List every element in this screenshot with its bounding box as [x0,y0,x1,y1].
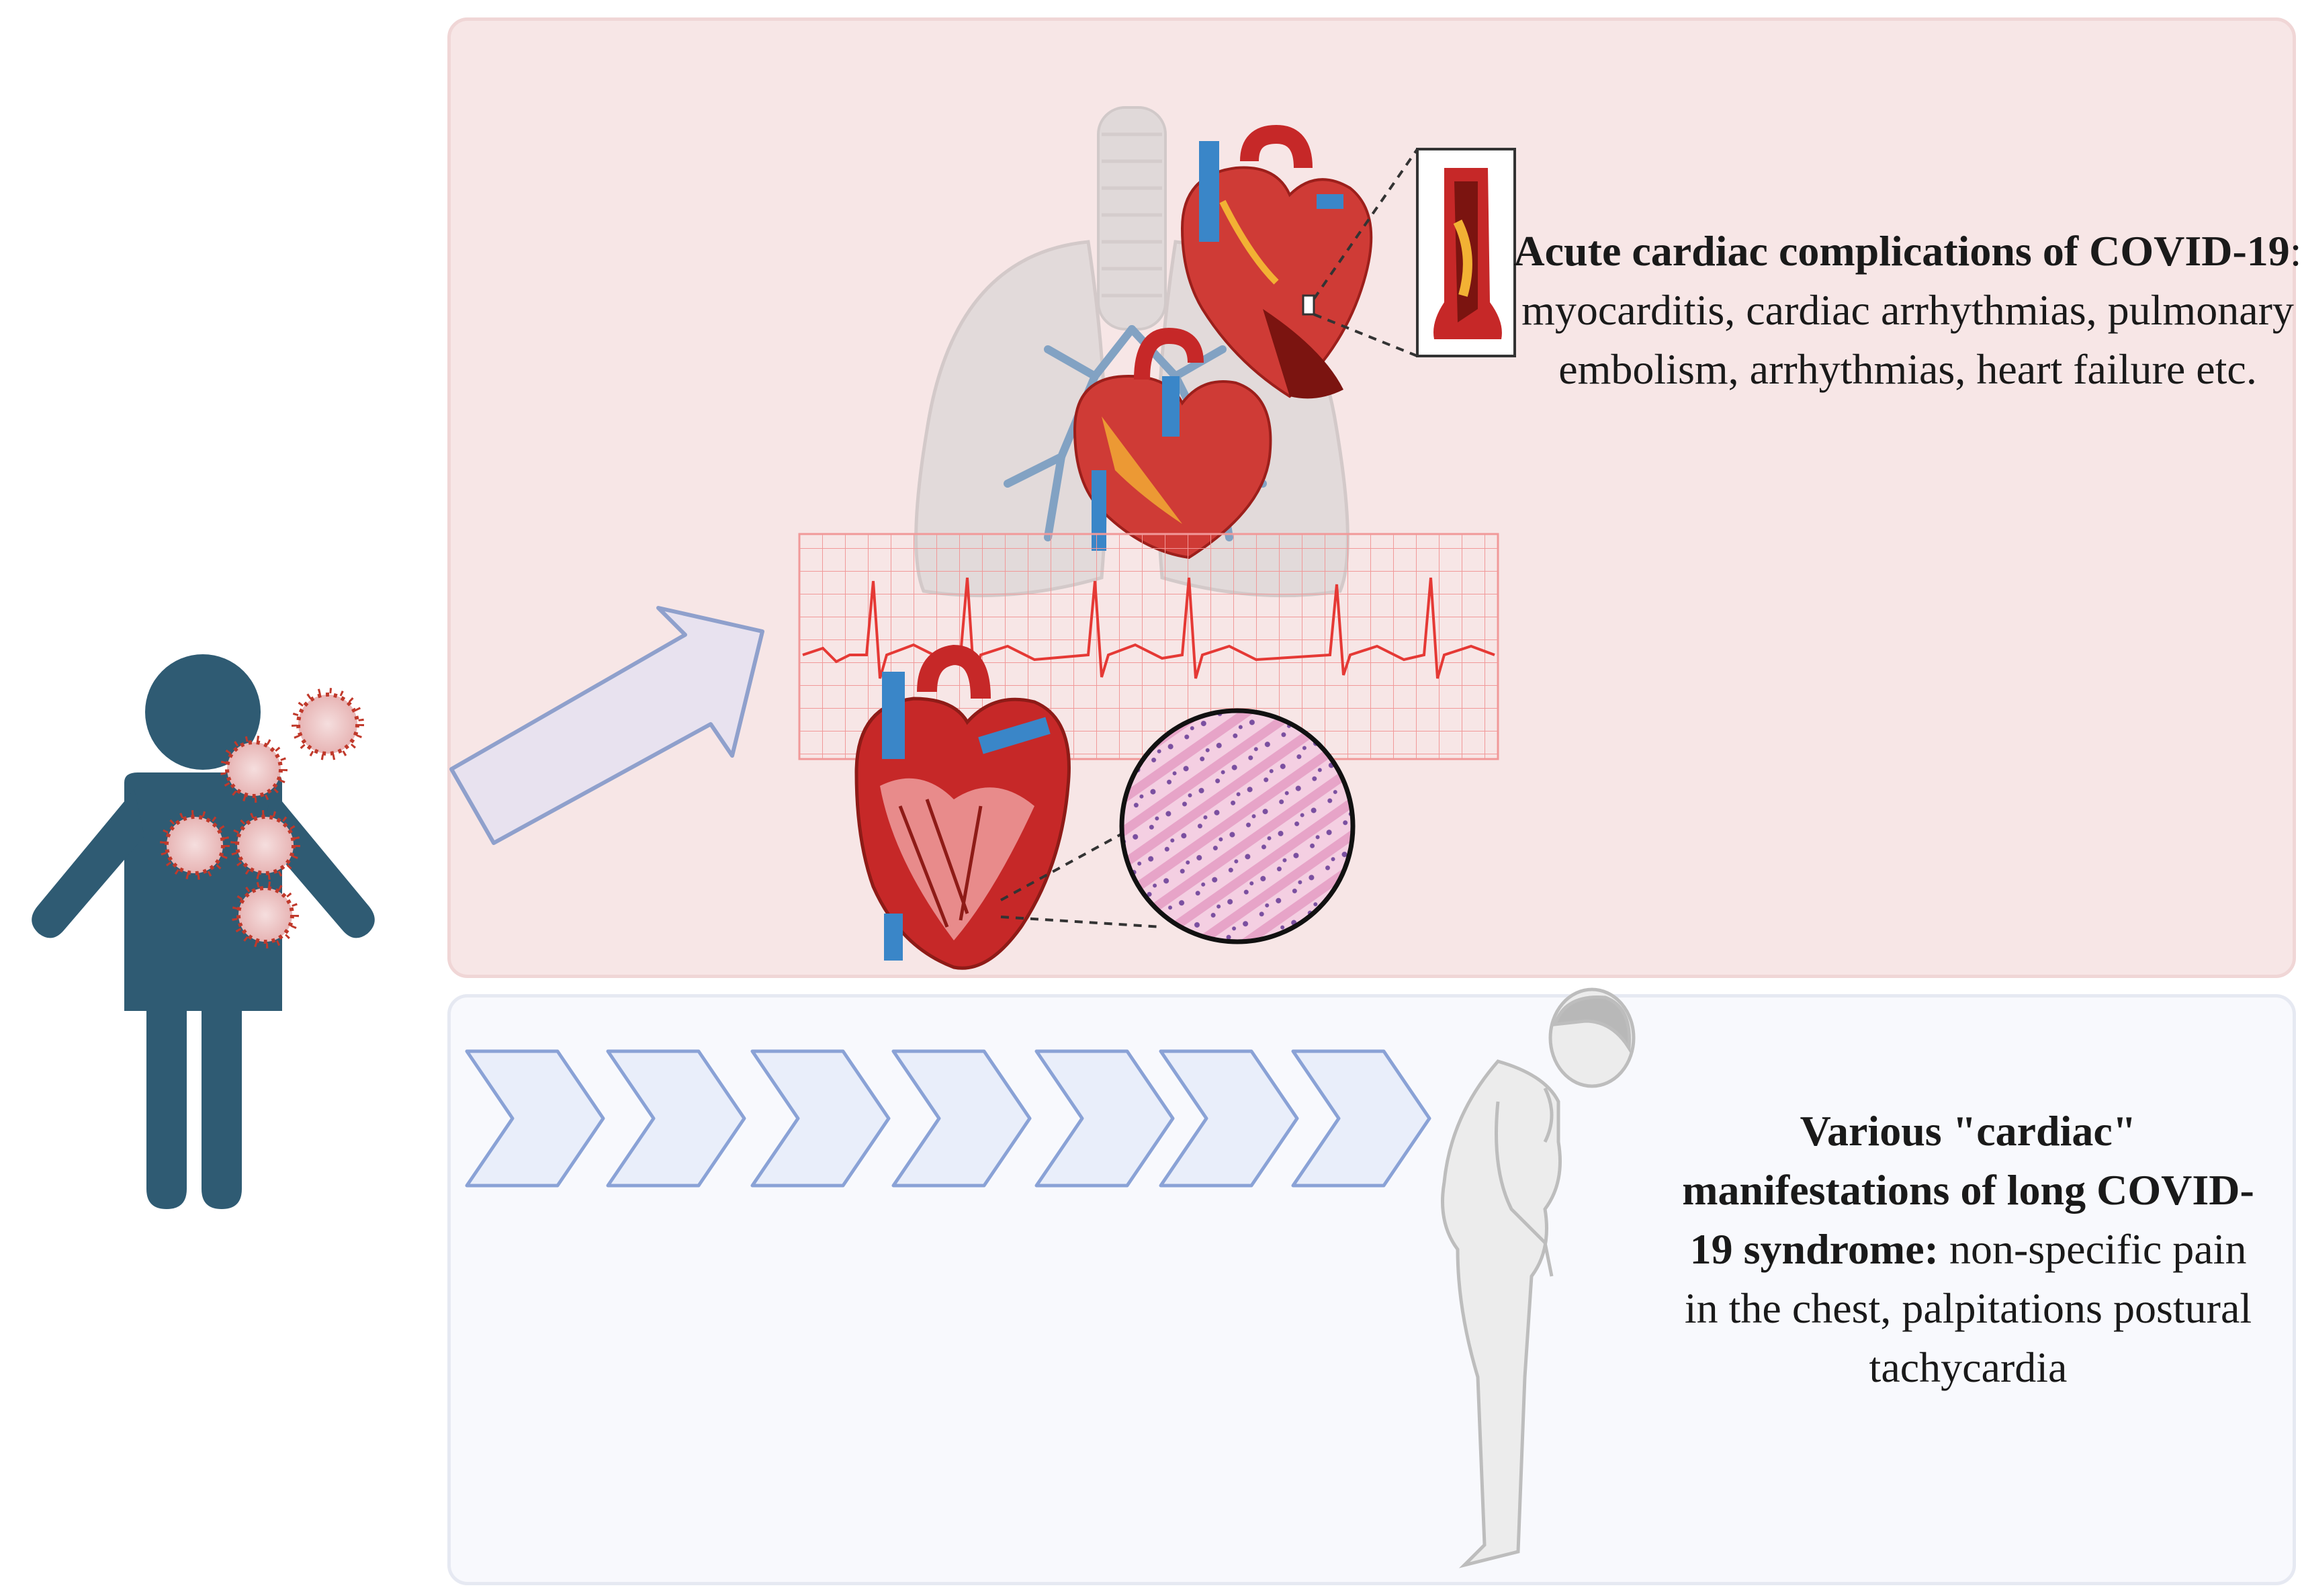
long-caption-body: non-specific pain in the chest, palpitat… [1684,1225,2252,1391]
person-icon [32,654,375,1209]
long-covid-caption: Various "cardiac" manifestations of long… [1673,1102,2264,1397]
long-caption-heading: Various "cardiac" manifestations of long… [1682,1107,2254,1273]
heart-icon [1073,327,1272,560]
artery-inset-icon [1313,148,1516,357]
acute-caption-body: : myocarditis, cardiac arrhythmias, pulm… [1521,227,2302,393]
arrow-icon [449,606,764,845]
acute-complications-panel [447,17,2296,978]
heart-icon [854,644,1071,970]
acute-complications-caption: Acute cardiac complications of COVID-19:… [1511,222,2302,399]
elderly-patient-icon [1441,987,1636,1568]
heart-icon [1180,124,1373,399]
histology-icon [1000,708,1356,944]
chevron-icon [465,1049,1431,1188]
acute-caption-heading: Acute cardiac complications of COVID-19 [1513,227,2290,275]
virus-icon [160,688,364,948]
